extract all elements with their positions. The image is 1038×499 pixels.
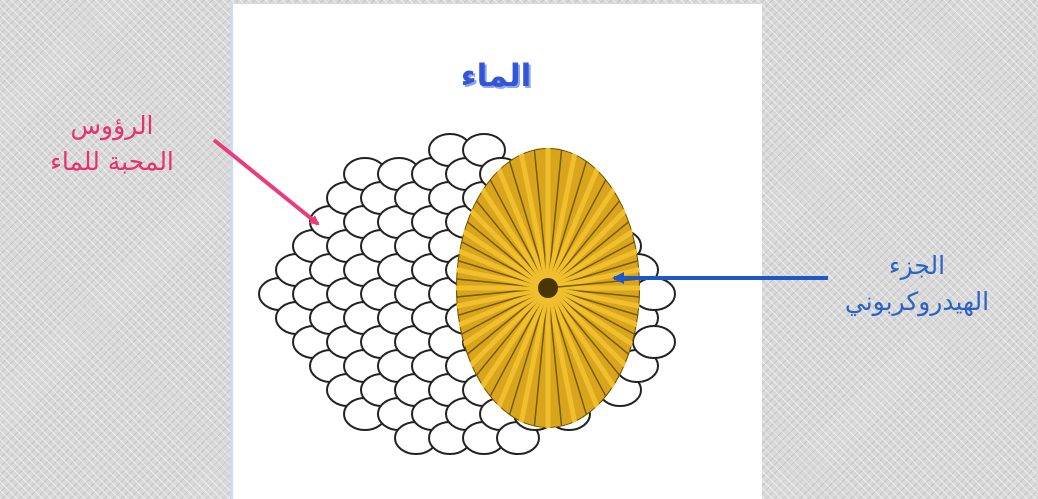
heads-arrow (214, 140, 318, 224)
